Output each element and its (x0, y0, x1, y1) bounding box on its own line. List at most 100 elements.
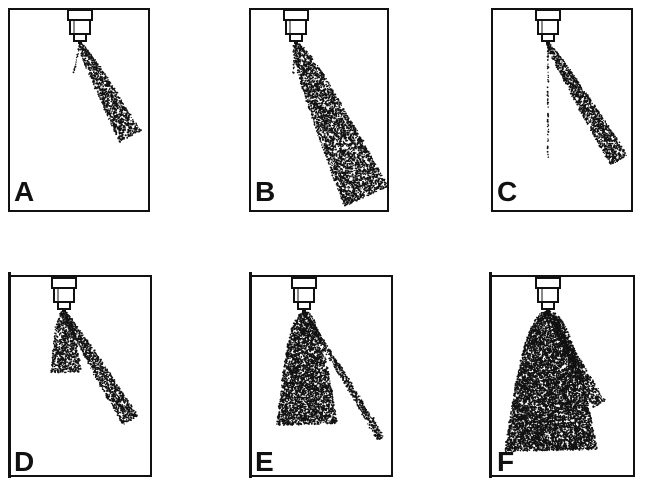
spray-dot (337, 188, 338, 189)
spray-dot (337, 130, 338, 131)
spray-dot (569, 70, 571, 72)
spray-dot (346, 184, 348, 186)
spray-dot (316, 73, 318, 75)
spray-dot (352, 129, 354, 131)
spray-dot (547, 91, 549, 93)
spray-dot (312, 76, 314, 78)
spray-dot (308, 96, 309, 97)
spray-dot (329, 87, 330, 88)
spray-dot (339, 167, 340, 168)
spray-dot (318, 91, 319, 92)
spray-dot (359, 180, 361, 182)
spray-dot (305, 90, 306, 91)
spray-dot (547, 51, 549, 53)
spray-dot (370, 178, 372, 180)
spray-dot (576, 88, 577, 89)
spray-dot (315, 89, 316, 90)
spray-dot (307, 93, 308, 94)
spray-dot (357, 144, 358, 145)
spray-dot (356, 199, 357, 200)
spray-dot (314, 92, 315, 93)
spray-dot (319, 138, 321, 140)
spray-dot (583, 93, 585, 95)
spray-dot (580, 93, 582, 95)
spray-dot (342, 196, 344, 198)
spray-dot (110, 123, 111, 124)
spray-dot (339, 181, 340, 182)
spray-dot (346, 176, 348, 178)
spray-dot (315, 112, 317, 114)
spray-dot (305, 97, 307, 99)
spray-dot (106, 89, 107, 90)
spray-dot (114, 100, 115, 101)
spray-dot (367, 151, 369, 153)
spray-dot (339, 106, 341, 108)
spray-dot (553, 49, 555, 51)
spray-dot (588, 105, 589, 106)
spray-dot (356, 183, 357, 184)
spray-dot (97, 93, 99, 95)
spray-dot (575, 86, 576, 87)
spray-dot (315, 128, 316, 129)
spray-dot (315, 126, 317, 128)
spray-dot (575, 102, 577, 104)
spray-dot (554, 53, 556, 55)
spray-dot (353, 177, 355, 179)
spray-dot (352, 143, 353, 144)
spray-dot (584, 101, 585, 102)
spray-dot (114, 128, 116, 130)
spray-dot (83, 55, 85, 57)
spray-dot (345, 117, 347, 119)
spray-dot (100, 71, 102, 73)
spray-dot (359, 198, 361, 200)
spray-dot (105, 97, 107, 99)
spray-dot (320, 99, 322, 101)
spray-dot (88, 73, 90, 75)
spray-dot (358, 171, 360, 173)
spray-dot (366, 152, 368, 154)
spray-dot (365, 189, 366, 190)
spray-dot (352, 137, 354, 139)
spray-dot (93, 77, 94, 78)
spray-dot (354, 185, 355, 186)
nozzle-icon (284, 10, 308, 44)
spray-dot (580, 101, 582, 103)
spray-dot (357, 182, 358, 183)
spray-dot (320, 141, 321, 142)
spray-dot (348, 168, 350, 170)
spray-dot (585, 93, 587, 95)
spray-dot (332, 90, 334, 92)
spray-dot (357, 130, 358, 131)
spray-dot (97, 77, 98, 78)
spray-dot (83, 59, 85, 61)
spray-dot (121, 114, 123, 116)
spray-dot (547, 138, 548, 139)
spray-dot (355, 200, 356, 201)
spray-dot (321, 111, 323, 113)
spray-dot (307, 78, 308, 79)
spray-dot (344, 114, 345, 115)
spray-dot (340, 168, 342, 170)
spray-dot (343, 108, 345, 110)
spray-dot (316, 109, 317, 110)
spray-dot (335, 108, 337, 110)
spray-dot (97, 81, 98, 82)
spray-dot (327, 148, 328, 149)
spray-dot (351, 171, 353, 173)
spray-dot (317, 84, 319, 86)
spray-dot (333, 153, 335, 155)
spray-dot (589, 100, 590, 101)
spray-dot (330, 104, 331, 105)
spray-dot (565, 82, 567, 84)
spray-dot (548, 156, 550, 158)
spray-dot (316, 130, 318, 132)
spray-dot (367, 193, 369, 195)
spray-dot (351, 122, 352, 123)
spray-dot (367, 166, 368, 167)
spray-dot (327, 120, 328, 121)
spray-dot (131, 124, 133, 126)
spray-dot (349, 144, 351, 146)
spray-dot (110, 91, 112, 93)
spray-dot (353, 200, 354, 201)
spray-dot (363, 161, 365, 163)
